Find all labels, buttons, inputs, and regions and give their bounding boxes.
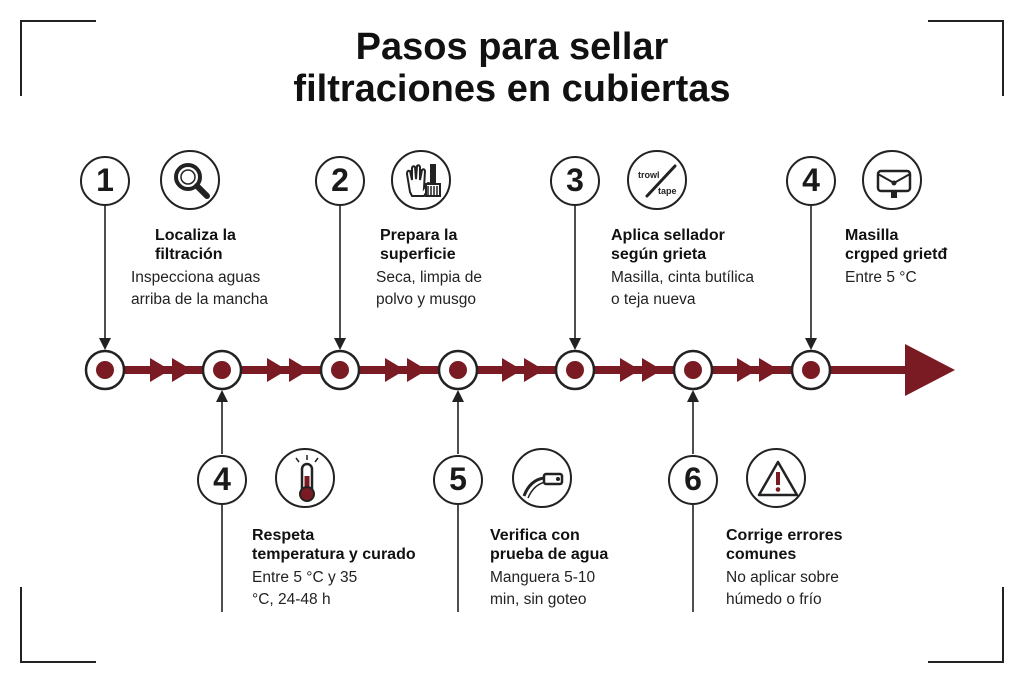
caulk-gun-icon <box>862 150 922 210</box>
step-4b-desc-line-1: Entre 5 °C y 35 <box>252 569 358 586</box>
tape-label: tape <box>658 186 677 196</box>
step-3-desc-line-2: o teja nueva <box>611 291 696 308</box>
step-2-desc-line-1: Seca, limpia de <box>376 269 482 286</box>
step-3-title-line-1: Aplica sellador <box>611 227 725 244</box>
timeline-nodes <box>84 349 832 391</box>
step-4-title-line-1: Masilla <box>845 227 899 244</box>
timeline-node <box>554 349 596 391</box>
trowel-label: trowl <box>638 170 660 180</box>
title-line-1: Pasos para sellar <box>355 26 669 68</box>
step-3-number: 3 <box>550 156 600 206</box>
step-5-desc-line-1: Manguera 5-10 <box>490 569 596 586</box>
step-5-number: 5 <box>433 455 483 505</box>
step-1-description: Inspecciona aguas arriba de la mancha <box>131 267 268 311</box>
step-4b-number: 4 <box>197 455 247 505</box>
warning-icon <box>746 448 806 508</box>
step-4b-title: Respeta temperatura y curado <box>252 526 416 564</box>
timeline-chevrons <box>150 358 779 382</box>
step-6-desc-line-2: húmedo o frío <box>726 591 822 608</box>
step-1-number: 1 <box>80 156 130 206</box>
hose-icon <box>512 448 572 508</box>
bottom-connectors <box>216 390 699 612</box>
step-6-description: No aplicar sobre húmedo o frío <box>726 567 839 611</box>
step-5-title: Verifica con prueba de agua <box>490 526 608 564</box>
step-4b-title-line-2: temperatura y curado <box>252 546 416 563</box>
step-2-title: Prepara la superficie <box>380 226 457 264</box>
step-6-title: Corrige errores comunes <box>726 526 843 564</box>
step-4b-description: Entre 5 °C y 35 °C, 24-48 h <box>252 567 357 611</box>
step-1-desc-line-2: arriba de la mancha <box>131 291 268 308</box>
step-6-desc-line-1: No aplicar sobre <box>726 569 839 586</box>
step-4-title: Masilla crgped grietđ <box>845 226 947 264</box>
step-1-desc-line-1: Inspecciona aguas <box>131 269 261 286</box>
step-4-description: Entre 5 °C <box>845 267 917 289</box>
timeline-end-arrow <box>905 344 955 396</box>
step-4-desc-line-1: Entre 5 °C <box>845 269 917 286</box>
timeline-node <box>437 349 479 391</box>
step-3-title-line-2: según grieta <box>611 246 707 263</box>
timeline-node <box>319 349 361 391</box>
trowel-tape-icon: trowl tape <box>627 150 687 210</box>
step-1-title-line-2: filtración <box>155 246 223 263</box>
gloves-brush-icon <box>391 150 451 210</box>
step-4b-title-line-1: Respeta <box>252 527 315 544</box>
step-6-title-line-1: Corrige errores <box>726 527 843 544</box>
timeline-node <box>84 349 126 391</box>
step-2-description: Seca, limpia de polvo y musgo <box>376 267 482 311</box>
step-3-title: Aplica sellador según grieta <box>611 226 725 264</box>
step-2-title-line-1: Prepara la <box>380 227 458 244</box>
magnifier-icon <box>160 150 220 210</box>
step-5-title-line-1: Verifica con <box>490 527 580 544</box>
step-3-desc-line-1: Masilla, cinta butílica <box>611 269 755 286</box>
frame-corner-bottom-right <box>928 587 1004 663</box>
step-2-desc-line-2: polvo y musgo <box>376 291 476 308</box>
step-6-number: 6 <box>668 455 718 505</box>
step-2-title-line-2: superficie <box>380 246 456 263</box>
step-1-title-line-1: Localiza la <box>155 227 236 244</box>
frame-corner-bottom-left <box>20 587 96 663</box>
timeline-node <box>672 349 714 391</box>
step-4-title-line-2: crgped grietđ <box>845 246 948 263</box>
step-6-title-line-2: comunes <box>726 546 797 563</box>
timeline-node <box>790 349 832 391</box>
page-title: Pasos para sellar filtraciones en cubier… <box>0 26 1024 110</box>
step-5-title-line-2: prueba de agua <box>490 546 609 563</box>
step-4-number: 4 <box>786 156 836 206</box>
top-connectors <box>99 206 817 350</box>
thermometer-icon <box>275 448 335 508</box>
frame-corner-top-left <box>20 20 96 96</box>
step-4b-desc-line-2: °C, 24-48 h <box>252 591 331 608</box>
step-3-description: Masilla, cinta butílica o teja nueva <box>611 267 754 311</box>
frame-corner-top-right <box>928 20 1004 96</box>
step-5-desc-line-2: min, sin goteo <box>490 591 587 608</box>
step-2-number: 2 <box>315 156 365 206</box>
step-5-description: Manguera 5-10 min, sin goteo <box>490 567 595 611</box>
title-line-2: filtraciones en cubiertas <box>293 68 731 110</box>
step-1-title: Localiza la filtración <box>155 226 236 264</box>
timeline-node <box>201 349 243 391</box>
